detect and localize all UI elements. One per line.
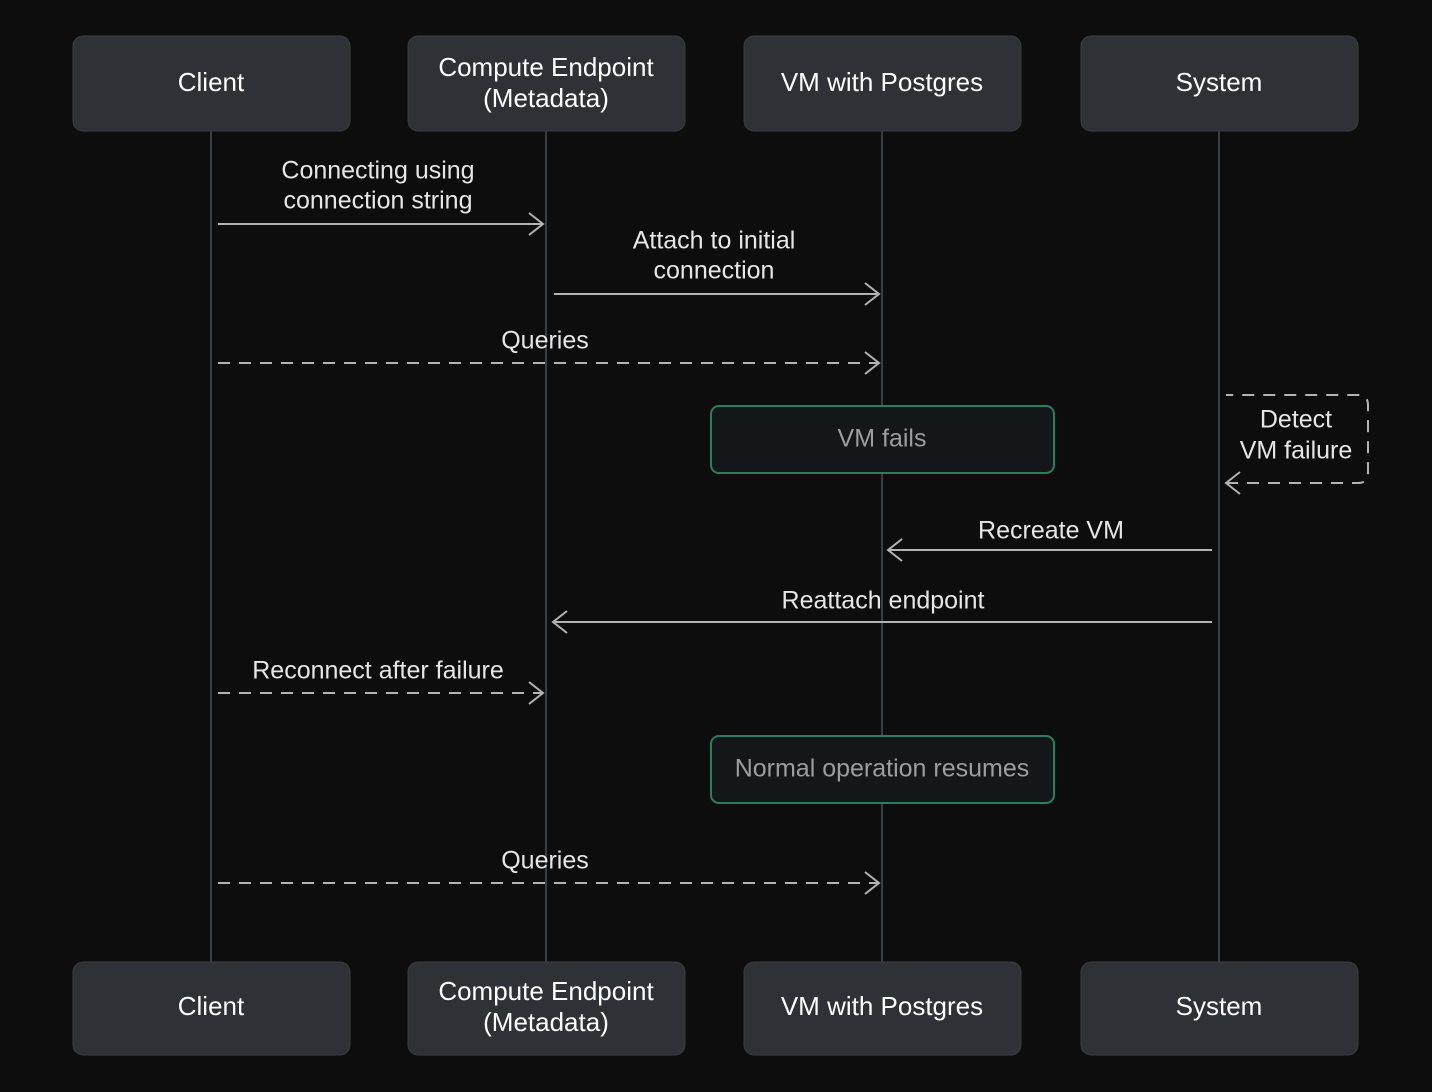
note-normal-operation-resumes: Normal operation resumes	[710, 735, 1055, 804]
message-1-arrowhead-open	[528, 212, 545, 236]
participant-top-vm-with-postgres-label: VM with Postgres	[781, 67, 983, 97]
message-5-label: Reattach endpoint	[782, 587, 985, 615]
message-1-label-line2: connection string	[283, 187, 472, 215]
participant-bottom-system-label: System	[1176, 991, 1263, 1021]
note-normal-operation-resumes-box	[710, 735, 1055, 804]
message-6-label: Reconnect after failure	[252, 657, 504, 685]
participant-top-compute-endpoint[interactable]: Compute Endpoint (Metadata)	[407, 35, 686, 132]
participant-bottom-vm-with-postgres-box[interactable]	[743, 961, 1022, 1056]
participant-bottom-compute-endpoint-label-line2: (Metadata)	[483, 1007, 609, 1037]
participant-bottom-system-box[interactable]	[1080, 961, 1359, 1056]
message-4-label: Recreate VM	[978, 517, 1124, 545]
self-loop-detect-vm-failure-path	[1226, 394, 1369, 484]
participant-top-compute-endpoint-label-line1: Compute Endpoint	[438, 52, 654, 82]
participant-top-client-label: Client	[178, 67, 245, 97]
message-2-label-line1: Attach to initial	[633, 227, 796, 255]
message-3-arrowhead-open	[864, 351, 881, 375]
participant-bottom-client-label: Client	[178, 991, 245, 1021]
note-vm-fails-box	[710, 405, 1055, 474]
self-loop-detect-vm-failure-label-line2: VM failure	[1240, 437, 1353, 465]
participant-bottom-vm-with-postgres-label: VM with Postgres	[781, 991, 983, 1021]
message-recreate-vm[interactable]: Recreate VM	[886, 517, 1212, 562]
message-queries-first[interactable]: Queries	[218, 327, 881, 375]
participant-top-compute-endpoint-box[interactable]	[407, 35, 686, 132]
participant-bottom-compute-endpoint-box[interactable]	[407, 961, 686, 1056]
message-reconnect-after-failure[interactable]: Reconnect after failure	[218, 657, 545, 705]
participant-top-system[interactable]: System	[1080, 35, 1359, 132]
message-4-arrowhead-open	[886, 538, 903, 562]
participant-top-client-box[interactable]	[72, 35, 351, 132]
participants-bottom: Client Compute Endpoint (Metadata) VM wi…	[72, 961, 1359, 1056]
note-vm-fails-label: VM fails	[838, 425, 927, 453]
self-loop-detect-vm-failure[interactable]: Detect VM failure	[1224, 394, 1369, 495]
message-3-label: Queries	[501, 327, 589, 355]
participants-top: Client Compute Endpoint (Metadata) VM wi…	[72, 35, 1359, 132]
message-queries-second[interactable]: Queries	[218, 847, 881, 895]
participant-top-compute-endpoint-label-line2: (Metadata)	[483, 83, 609, 113]
participant-bottom-client[interactable]: Client	[72, 961, 351, 1056]
participant-bottom-compute-endpoint-label-line1: Compute Endpoint	[438, 976, 654, 1006]
participant-bottom-compute-endpoint[interactable]: Compute Endpoint (Metadata)	[407, 961, 686, 1056]
participant-top-system-box[interactable]	[1080, 35, 1359, 132]
message-5-arrowhead-open	[551, 610, 568, 634]
message-attach-to-initial-connection[interactable]: Attach to initial connection	[554, 227, 881, 306]
participant-top-client[interactable]: Client	[72, 35, 351, 132]
message-1-label-line1: Connecting using	[281, 157, 474, 185]
note-normal-operation-resumes-label: Normal operation resumes	[735, 755, 1030, 783]
message-6-arrowhead-open	[528, 681, 545, 705]
message-2-label-line2: connection	[654, 257, 775, 285]
message-reattach-endpoint[interactable]: Reattach endpoint	[551, 587, 1212, 634]
self-loop-detect-vm-failure-label-line1: Detect	[1260, 406, 1332, 434]
participant-top-vm-with-postgres-box[interactable]	[743, 35, 1022, 132]
participant-bottom-vm-with-postgres[interactable]: VM with Postgres	[743, 961, 1022, 1056]
message-connecting-using-connection-string[interactable]: Connecting using connection string	[218, 157, 545, 236]
message-2-arrowhead-open	[864, 282, 881, 306]
lifelines-group	[210, 130, 1220, 962]
participant-top-vm-with-postgres[interactable]: VM with Postgres	[743, 35, 1022, 132]
participant-bottom-client-box[interactable]	[72, 961, 351, 1056]
participant-top-system-label: System	[1176, 67, 1263, 97]
self-loop-detect-vm-failure-arrowhead-open	[1224, 471, 1241, 495]
message-7-arrowhead-open	[864, 871, 881, 895]
participant-bottom-system[interactable]: System	[1080, 961, 1359, 1056]
message-7-label: Queries	[501, 847, 589, 875]
note-vm-fails: VM fails	[710, 405, 1055, 474]
